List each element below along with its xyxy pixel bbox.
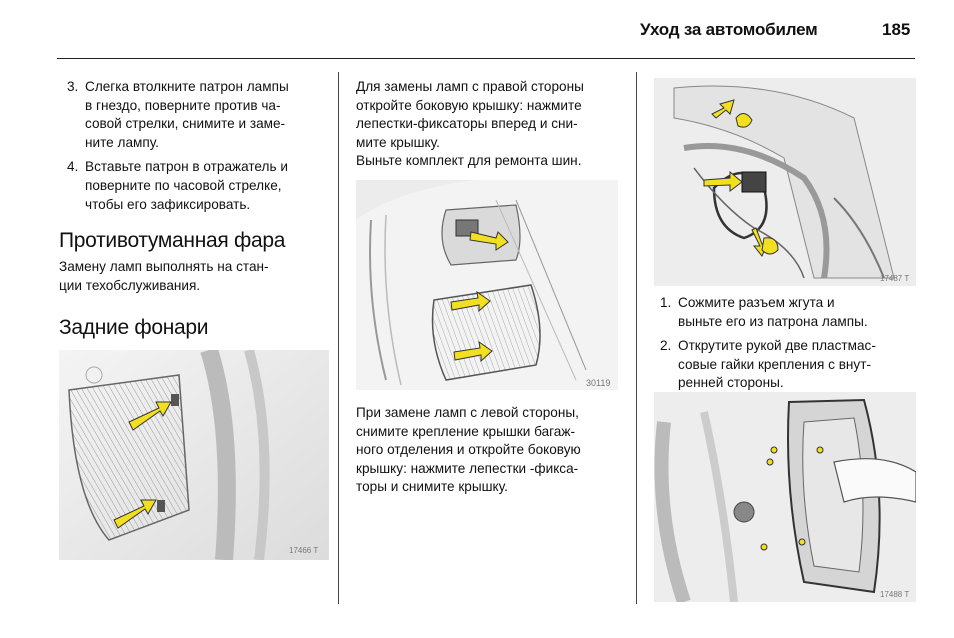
fog-line: Замену ламп выполнять на стан- [59,259,269,274]
figure-rear-lamp-panel: 17466 T [59,350,329,560]
step-3-number: 3. [67,79,79,94]
figure-trunk-side-cover: 30119 [356,180,618,390]
para3-line: ного отделения и откройте боковую [356,442,581,458]
para1-line: лепестки-фиксаторы вперед и сни- [356,116,578,132]
trunk-cover-illustration [356,180,618,390]
arrow-icon [751,227,779,257]
para1-line: Для замены ламп с правой стороны [356,79,584,94]
step-2: 2. Открутите рукой две пластмас- совые г… [652,337,922,393]
para3-line: торы и снимите крышку. [356,479,508,495]
page-number: 185 [882,20,911,39]
rear-lamp-illustration [59,350,329,560]
step-4-number: 4. [67,159,79,175]
step-2-line: Открутите рукой две пластмас- [678,338,876,354]
arrow-icon [450,290,491,313]
para1-line: мите крышку. [356,134,440,150]
lamp-nuts-illustration [654,392,916,602]
step-4-line: Вставьте патрон в отражатель и [85,159,288,175]
col2-paragraph-1: Для замены ламп с правой стороны откройт… [356,78,628,152]
column-divider-1 [338,72,339,604]
step-3-line: совой стрелки, снимите и заме- [85,116,286,132]
step-1-line: выньте его из патрона лампы. [678,313,868,329]
step-2-line: совые гайки крепления с внут- [678,356,871,372]
step-3-line: в гнездо, поверните против ча- [85,97,281,113]
header-rule [57,58,915,59]
figure-lamp-nuts: 17488 T [654,392,916,602]
rear-lights-heading: Задние фонари [59,316,209,339]
arrow-icon [711,99,753,128]
fog-light-heading: Противотуманная фара [59,229,286,252]
col2-paragraph-2: Выньте комплект для ремонта шин. [356,152,628,171]
arrow-icon [453,340,493,363]
step-2-line: ренней стороны. [678,375,784,391]
col2-paragraph-3: При замене ламп с левой стороны, снимите… [356,404,628,497]
para3-line: снимите крепление крышки багаж- [356,423,575,439]
step-1-number: 1. [660,295,672,310]
arrow-icon [469,231,509,251]
step-2-number: 2. [660,338,672,354]
figure-code: 17487 T [880,274,910,283]
step-4: 4. Вставьте патрон в отражатель и поверн… [59,158,331,214]
para1-line: откройте боковую крышку: нажмите [356,97,582,113]
step-4-line: чтобы его зафиксировать. [85,196,251,212]
fog-line: ции техобслуживания. [59,277,201,293]
figure-code: 17488 T [880,590,910,599]
column-divider-2 [636,72,637,604]
step-1: 1. Сожмите разъем жгута и выньте его из … [652,294,922,331]
arrow-icon [703,170,743,192]
step-1-line: Сожмите разъем жгута и [678,295,835,310]
harness-illustration [654,78,916,286]
fog-light-text: Замену ламп выполнять на стан- ции техоб… [59,258,331,295]
figure-code: 30119 [586,378,611,388]
col3-steps: 1. Сожмите разъем жгута и выньте его из … [652,294,922,393]
step-4-line: поверните по часовой стрелке, [85,177,282,193]
step-3-line: ните лампу. [85,134,159,150]
page-header-title: Уход за автомобилем [640,20,818,39]
step-3: 3. Слегка втолкните патрон лампы в гнезд… [59,78,331,152]
para2-line: Выньте комплект для ремонта шин. [356,153,582,168]
figure-harness-connector: 17487 T [654,78,916,286]
step-3-line: Слегка втолкните патрон лампы [85,79,289,94]
para3-line: При замене ламп с левой стороны, [356,405,579,420]
arrow-icon [113,499,157,529]
col1-steps: 3. Слегка втолкните патрон лампы в гнезд… [59,78,331,214]
para3-line: крышку: нажмите лепестки -фикса- [356,460,579,476]
arrow-icon [128,401,172,431]
figure-code: 17466 T [289,546,319,555]
